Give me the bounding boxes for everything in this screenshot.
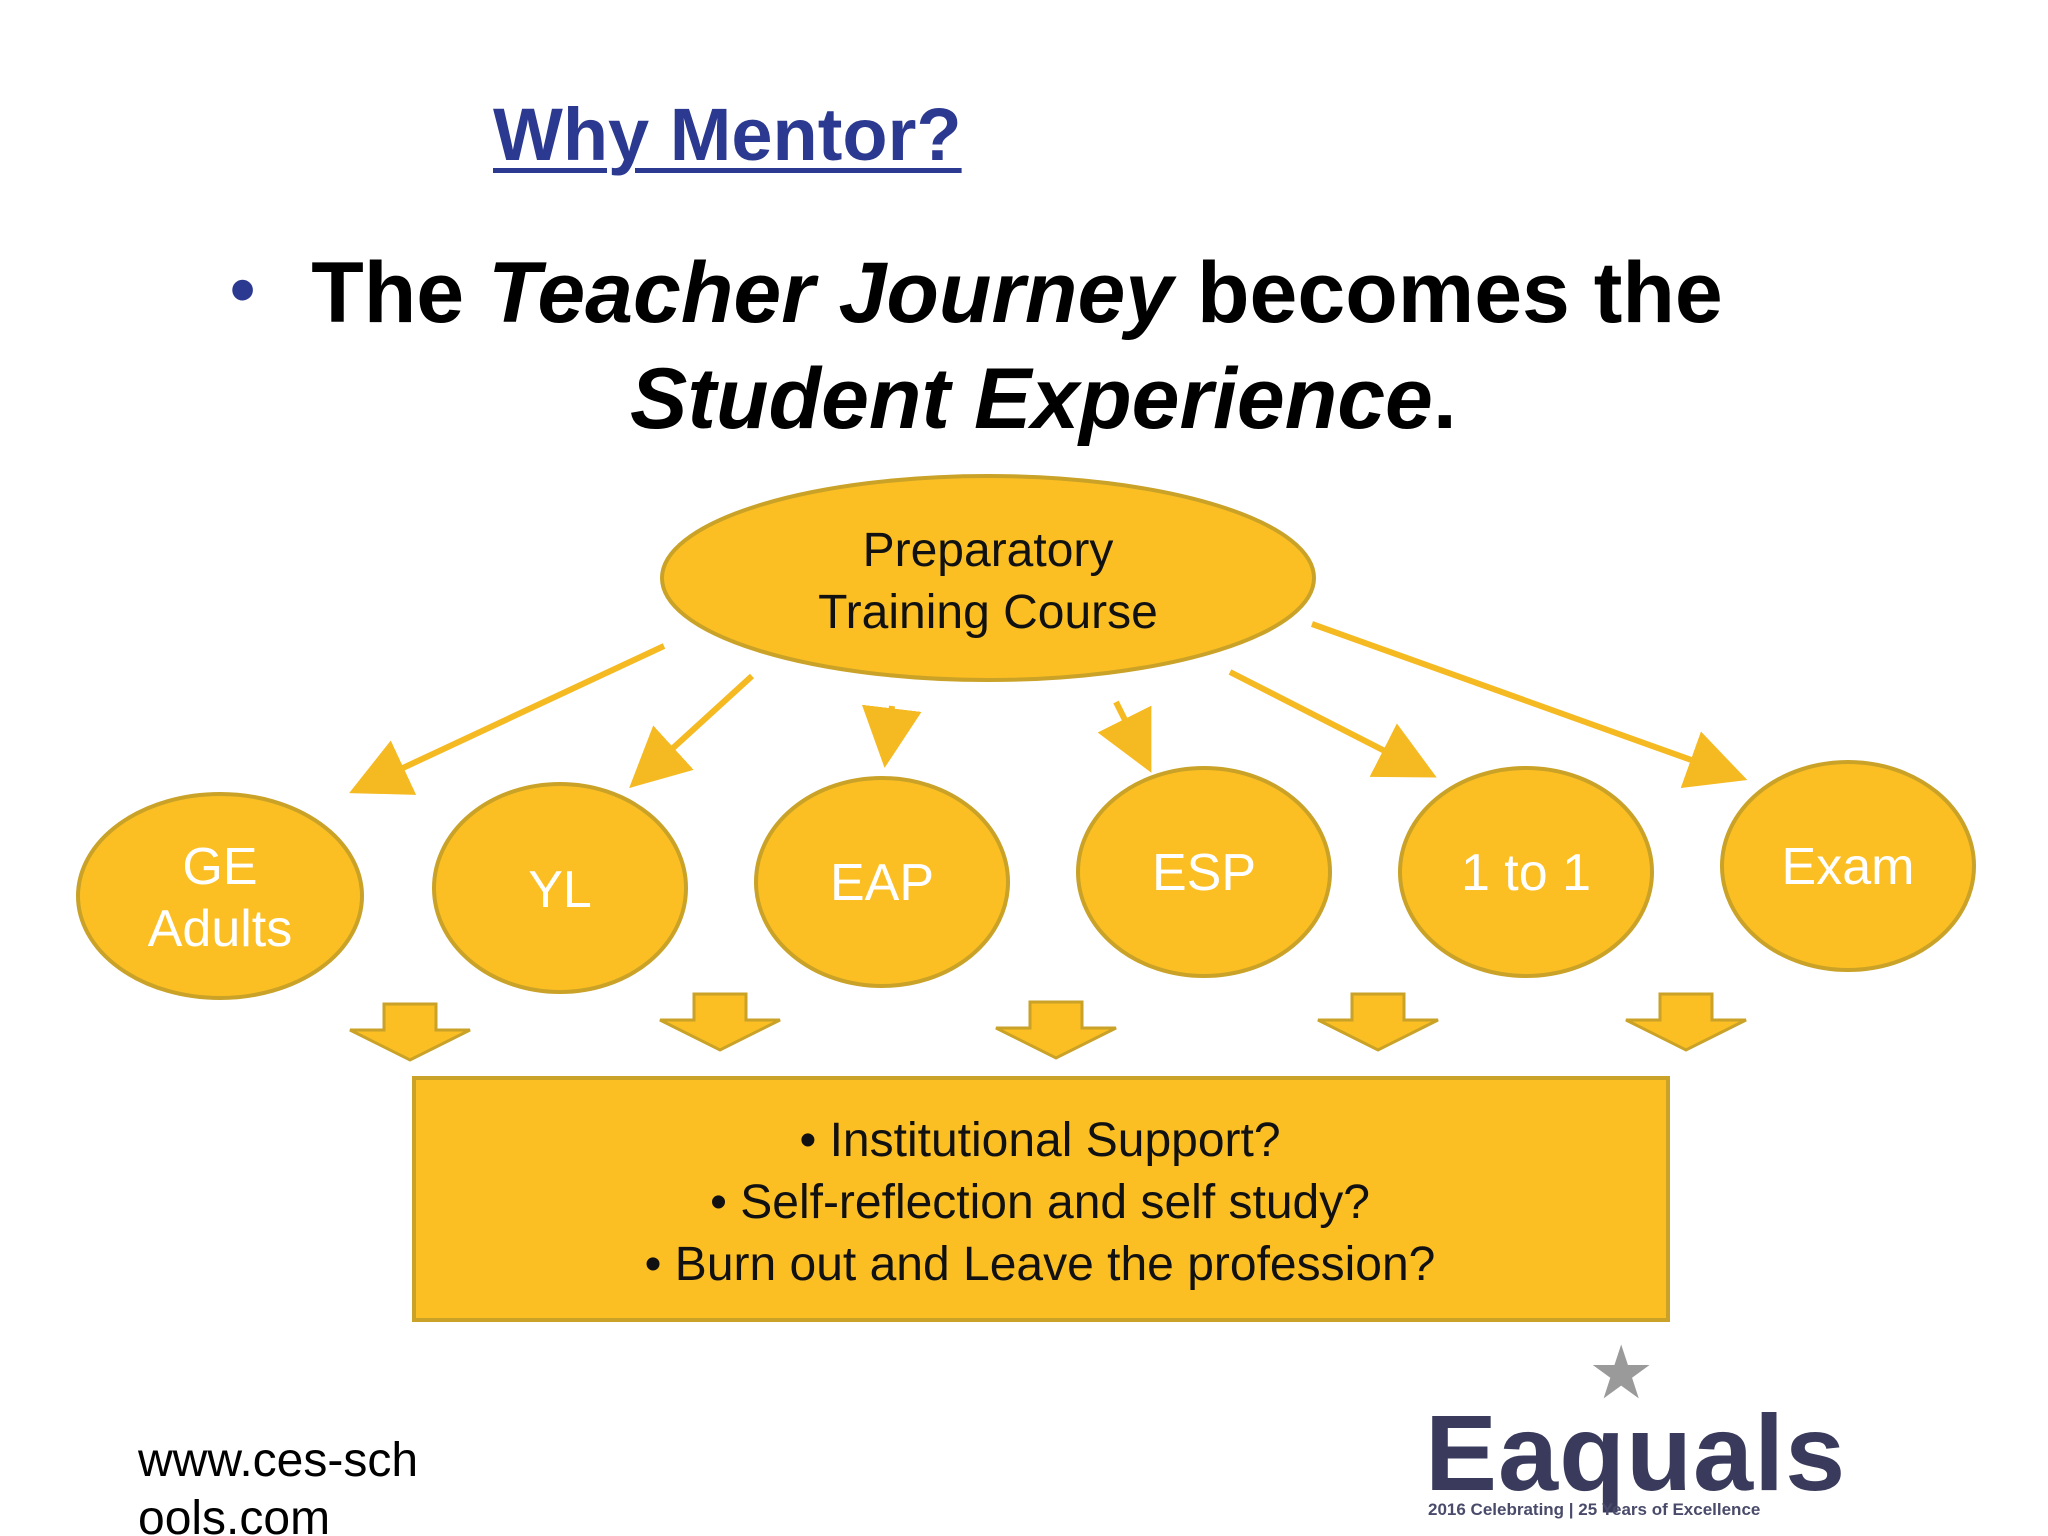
course-node-label: 1 to 1 <box>1461 844 1591 902</box>
top-node-preparatory-training: Preparatory Training Course <box>660 474 1316 682</box>
headline-period: . <box>1432 351 1457 447</box>
course-node-shape <box>1720 760 1976 972</box>
outcome-item-text: Burn out and Leave the profession? <box>675 1238 1436 1291</box>
course-node-1-to-1: 1 to 1 <box>1398 766 1654 978</box>
logo-tagline: 2016 Celebrating | 25 Years of Excellenc… <box>1428 1500 1761 1519</box>
course-node-eap: EAP <box>754 776 1010 988</box>
headline-line-2: Student Experience. <box>630 346 1457 452</box>
eaquals-logo: ★ Eaquals 2016 Celebrating | 25 Years of… <box>1420 1330 1845 1530</box>
arrow-to-1-to-1 <box>1228 669 1437 778</box>
course-node-label: EAP <box>830 854 934 912</box>
headline-text-1: The <box>311 245 489 341</box>
course-node-ge-adults: GE Adults <box>76 792 364 1000</box>
arrow-to-esp <box>1097 700 1152 773</box>
course-node-label: ESP <box>1152 844 1256 902</box>
arrow-to-exam <box>1310 621 1748 789</box>
outcome-item-3: • Burn out and Leave the profession? <box>645 1238 1436 1291</box>
outcomes-box: • Institutional Support? • Self-reflecti… <box>412 1076 1670 1322</box>
course-node-label: Exam <box>1782 838 1915 896</box>
bullet-icon: • <box>230 250 256 330</box>
course-node-label-line-2: Adults <box>148 900 293 958</box>
top-node-label-line-2: Training Course <box>818 586 1158 639</box>
down-arrow-icon <box>349 1002 471 1062</box>
course-node-exam: Exam <box>1720 760 1976 972</box>
footer-website-url: www.ces-schools.com <box>138 1434 419 1536</box>
course-node-shape <box>432 782 688 994</box>
outcome-item-1: • Institutional Support? <box>799 1114 1280 1167</box>
course-node-shape <box>1076 766 1332 978</box>
bullet-icon: • <box>799 1114 829 1167</box>
top-node-shape <box>660 474 1316 682</box>
star-icon: ★ <box>1588 1331 1655 1414</box>
slide-title: Why Mentor? <box>493 93 962 176</box>
outcomes-box-shape <box>412 1076 1670 1322</box>
connector-arrows <box>349 621 1748 795</box>
outcome-item-text: Self-reflection and self study? <box>740 1176 1370 1229</box>
headline-teacher-journey: Teacher Journey <box>488 245 1174 341</box>
down-arrow-icon <box>995 1000 1117 1060</box>
outcome-item-text: Institutional Support? <box>830 1114 1281 1167</box>
course-node-esp: ESP <box>1076 766 1332 978</box>
arrow-to-eap <box>861 704 922 768</box>
headline-student-experience: Student Experience <box>630 351 1433 447</box>
arrow-to-ge-adults <box>349 643 666 795</box>
outcome-item-2: • Self-reflection and self study? <box>710 1176 1370 1229</box>
down-arrows <box>349 992 1747 1062</box>
down-arrow-icon <box>659 992 781 1052</box>
bullet-icon: • <box>645 1238 675 1291</box>
top-node-label-line-1: Preparatory <box>863 524 1114 577</box>
course-node-shape <box>1398 766 1654 978</box>
course-node-yl: YL <box>432 782 688 994</box>
arrow-to-yl <box>629 673 755 789</box>
course-node-shape <box>76 792 364 1000</box>
bullet-icon: • <box>710 1176 740 1229</box>
course-node-label-line-1: GE <box>182 838 257 896</box>
down-arrow-icon <box>1625 992 1747 1052</box>
course-node-shape <box>754 776 1010 988</box>
headline-line-1: • The Teacher Journey becomes the <box>230 240 1723 351</box>
logo-wordmark: Eaquals <box>1425 1392 1847 1513</box>
headline-text-2: becomes the <box>1173 245 1723 341</box>
course-node-label: YL <box>528 861 592 919</box>
down-arrow-icon <box>1317 992 1439 1052</box>
